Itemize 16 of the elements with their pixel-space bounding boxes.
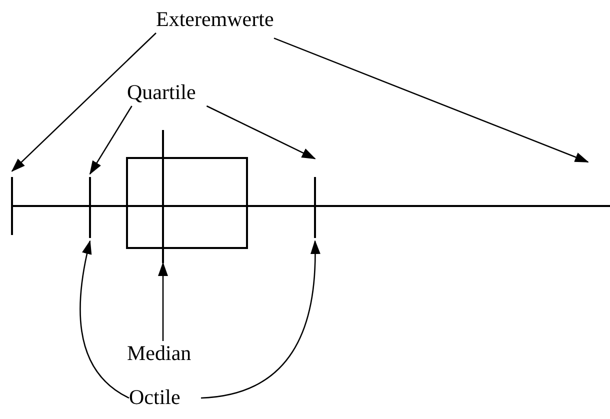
tick-mark (314, 177, 316, 238)
tick-mark (89, 177, 91, 238)
quartile-box (126, 157, 248, 249)
annotation-label: Quartile (127, 80, 196, 104)
annotation-label: Median (127, 341, 192, 365)
leader-arrow (206, 105, 316, 160)
annotation-label: Exteremwerte (156, 7, 274, 31)
annotation-label: Octile (129, 385, 180, 409)
leader-arrow (200, 240, 320, 399)
median-line (162, 130, 164, 263)
leader-arrow (89, 106, 132, 175)
leader-arrow (158, 262, 168, 341)
leader-arrow (274, 38, 589, 163)
tick-mark (11, 177, 13, 235)
leader-arrow (11, 32, 156, 172)
leader-arrow (80, 240, 130, 399)
